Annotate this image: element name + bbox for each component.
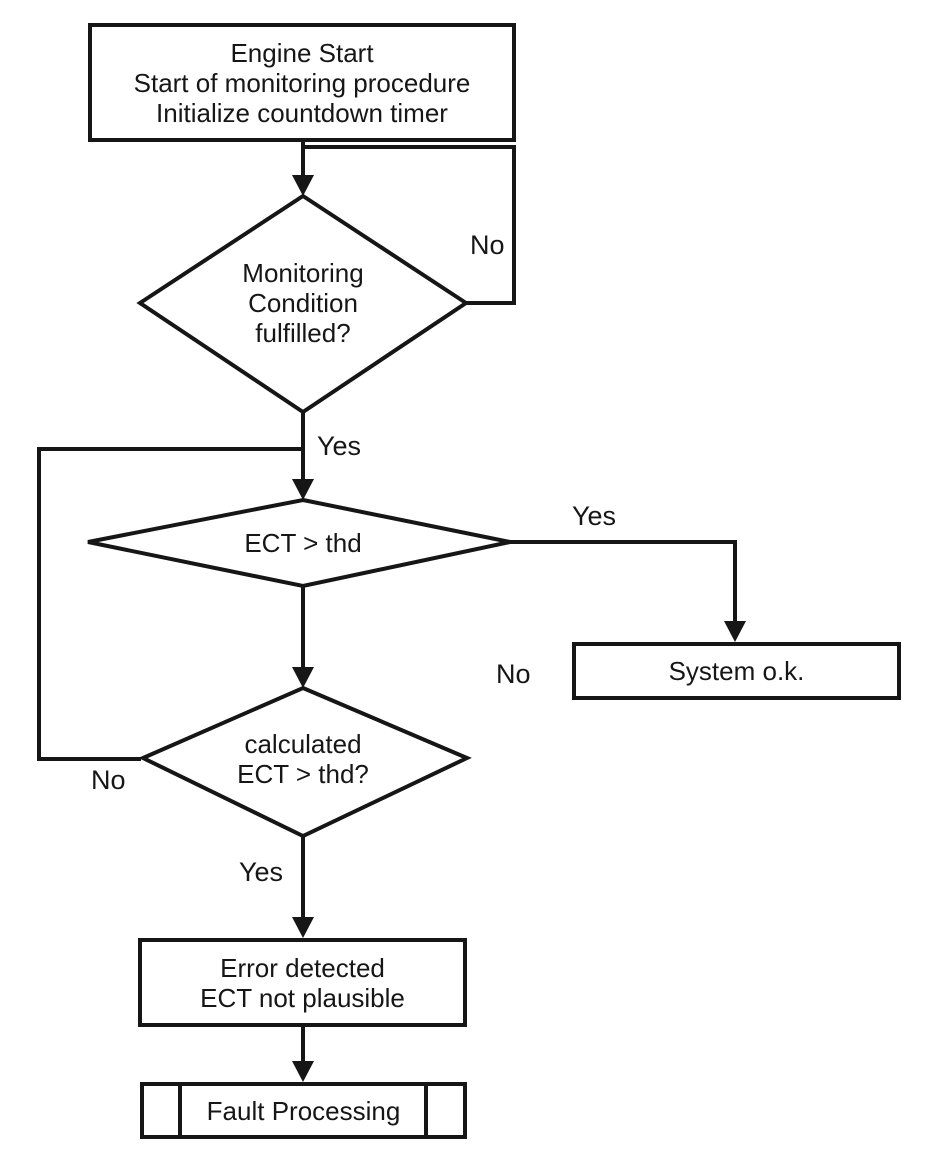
arrowhead-into-error-icon [292,917,314,938]
arrowhead-into-fault-icon [292,1061,314,1082]
calculated-decision-text: calculated ECT > thd? [153,729,453,789]
start-node: Engine Start Start of monitoring procedu… [88,23,516,142]
arrowhead-into-monitoring-icon [292,175,314,196]
system-ok-label: System o.k. [668,656,805,686]
arrowhead-into-system-ok-icon [724,621,746,642]
edge-label-ect-yes: Yes [572,501,617,531]
calculated-decision-shape [138,685,472,839]
edge-label-calculated-yes: Yes [239,857,284,887]
arrowhead-into-ect-icon [292,479,314,500]
monitoring-decision-line: Condition [248,288,358,318]
monitoring-decision-text: Monitoring Condition fulfilled? [153,258,453,348]
arrowhead-into-calculated-icon [292,667,314,688]
fault-processing-node: Fault Processing [140,1082,467,1139]
fault-node-right-bar [424,1086,428,1135]
fault-processing-label: Fault Processing [206,1095,401,1126]
fault-node-left-bar [178,1086,182,1135]
edge-label-ect-no: No [496,659,531,689]
ect-decision-shape [87,497,511,589]
monitoring-decision-shape [136,193,470,415]
start-node-line: Initialize countdown timer [156,97,448,128]
start-node-line: Engine Start [230,37,374,68]
monitoring-decision-line: fulfilled? [255,318,351,348]
ect-decision-text: ECT > thd [244,528,362,558]
start-node-line: Start of monitoring procedure [133,67,471,98]
monitoring-decision-line: Monitoring [242,258,364,288]
connector-monitoring-no-loop [303,145,516,305]
error-node-line: Error detected [220,952,385,983]
error-node-line: ECT not plausible [200,982,405,1013]
edge-label-monitoring-yes: Yes [317,431,362,461]
edge-label-monitoring-no: No [470,230,505,260]
connector-calculated-no-loop [37,447,303,761]
calculated-decision-line: ECT > thd? [237,759,369,789]
edge-label-calculated-no: No [91,765,126,795]
connector-ect-yes-to-system-ok [508,540,737,628]
system-ok-node: System o.k. [572,642,901,700]
calculated-decision-line: calculated [244,729,362,759]
error-node: Error detected ECT not plausible [138,938,467,1027]
